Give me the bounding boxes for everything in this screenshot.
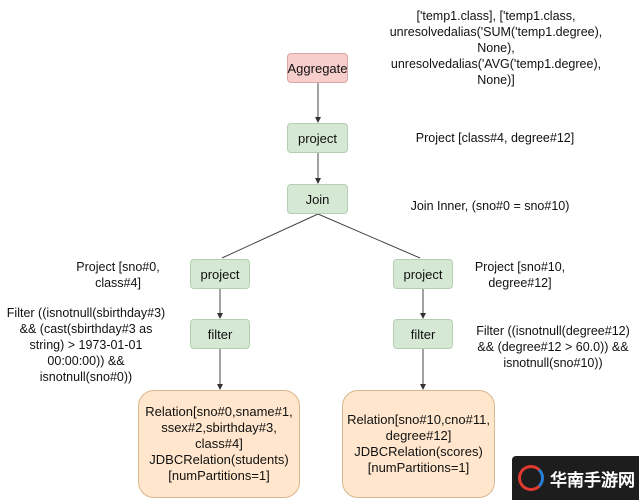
- aggregate-note: ['temp1.class], ['temp1.class, unresolve…: [389, 9, 603, 87]
- join-note: Join Inner, (sno#0 = sno#10): [410, 199, 570, 213]
- project-left-note: Project [sno#0, class#4]: [76, 260, 160, 290]
- project-node-top: project: [287, 123, 348, 153]
- filter-right-note: Filter ((isnotnull(degree#12) && (degree…: [476, 324, 630, 370]
- filter-node-left: filter: [190, 319, 250, 349]
- aggregate-node: Aggregate: [287, 53, 348, 83]
- relation-node-left: Relation[sno#0,sname#1, ssex#2,sbirthday…: [138, 390, 300, 498]
- watermark-logo: 华南手游网: [512, 456, 639, 500]
- edge-join-left: [221, 213, 319, 259]
- project-top-note: Project [class#4, degree#12]: [415, 131, 575, 145]
- project-node-left: project: [190, 259, 250, 289]
- project-right-note: Project [sno#10, degree#12]: [474, 260, 566, 290]
- watermark-icon: [518, 465, 544, 491]
- watermark-text: 华南手游网: [550, 470, 635, 490]
- filter-node-right: filter: [393, 319, 453, 349]
- project-node-right: project: [393, 259, 453, 289]
- relation-node-right: Relation[sno#10,cno#11, degree#12] JDBCR…: [342, 390, 495, 498]
- join-node: Join: [287, 184, 348, 214]
- edge-join-right: [317, 213, 421, 259]
- filter-left-note: Filter ((isnotnull(sbirthday#3) && (cast…: [6, 306, 166, 384]
